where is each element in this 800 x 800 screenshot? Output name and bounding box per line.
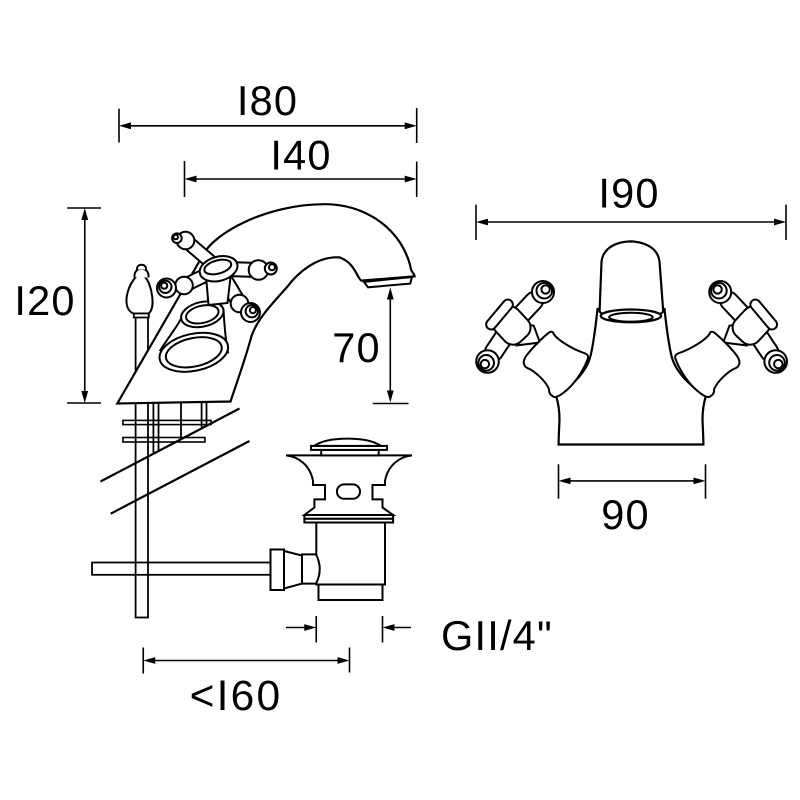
svg-text:70: 70 xyxy=(332,324,381,371)
svg-text:<I60: <I60 xyxy=(190,673,283,720)
svg-text:GII/4": GII/4" xyxy=(441,612,553,659)
svg-text:I20: I20 xyxy=(14,277,75,324)
svg-text:I40: I40 xyxy=(270,132,331,179)
svg-text:I90: I90 xyxy=(598,170,659,217)
svg-text:90: 90 xyxy=(601,491,650,538)
svg-text:I80: I80 xyxy=(237,77,298,124)
